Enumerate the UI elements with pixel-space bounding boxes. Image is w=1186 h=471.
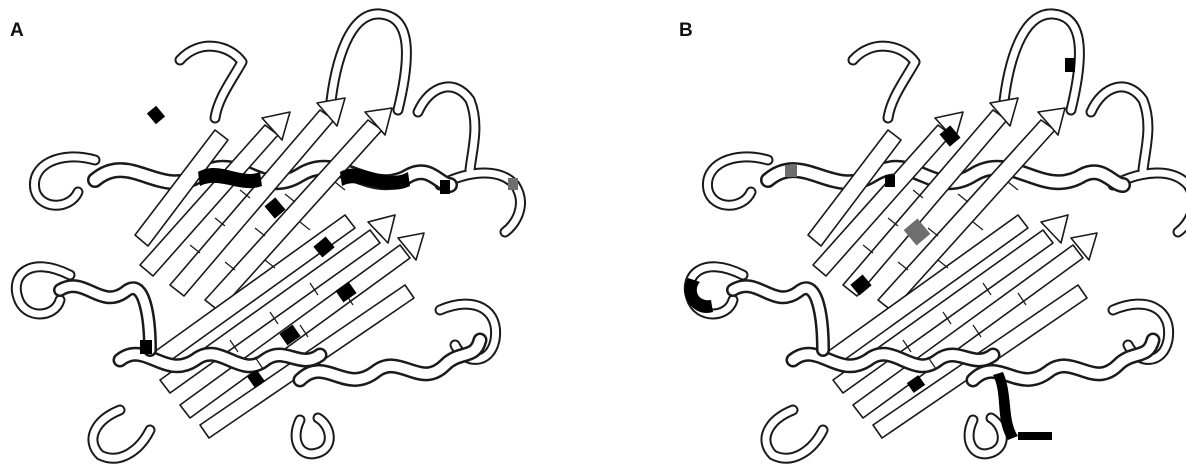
protein-ribbon-diagram-a — [0, 0, 593, 471]
panel-label-b: B — [679, 20, 693, 42]
protein-ribbon-diagram-b — [593, 0, 1186, 471]
panel-b: B — [593, 0, 1186, 471]
panel-a: A — [0, 0, 593, 471]
panel-label-a: A — [10, 20, 24, 42]
stippled-residues-a — [508, 178, 518, 190]
